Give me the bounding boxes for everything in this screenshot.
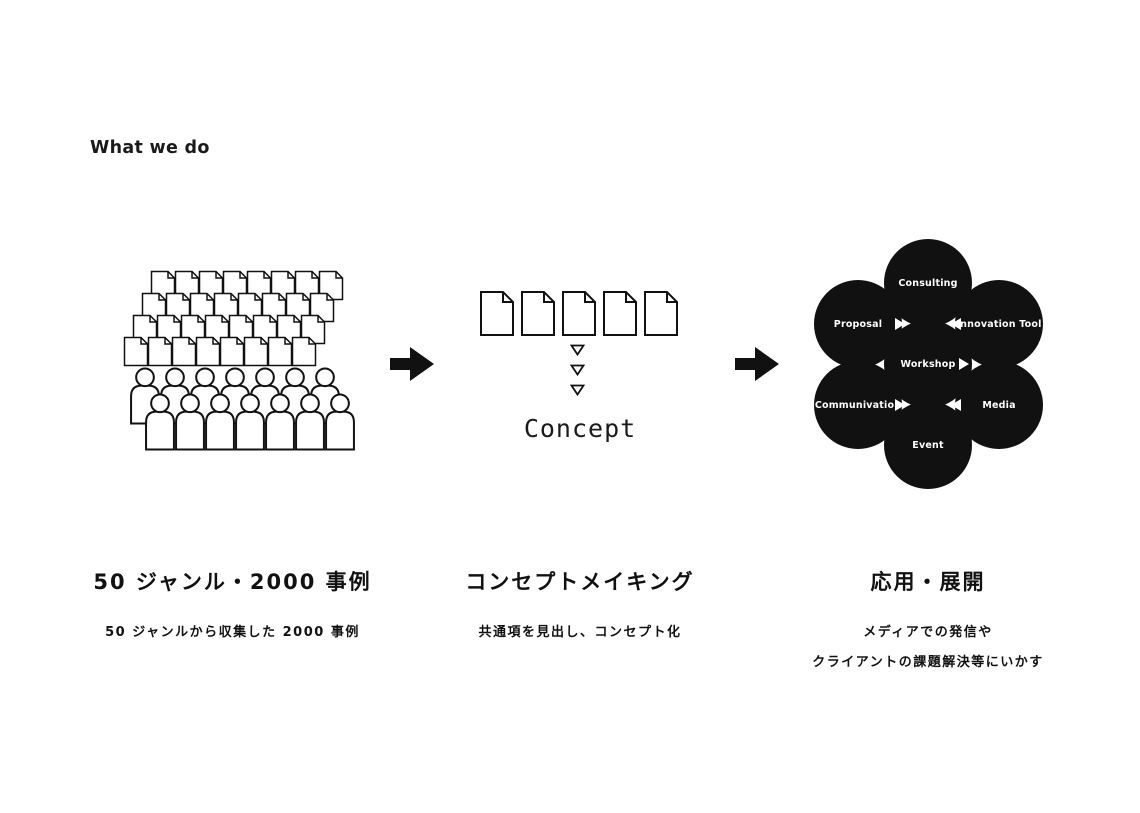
person-icon xyxy=(323,393,357,451)
person-icon xyxy=(173,393,207,451)
document-icon xyxy=(602,290,638,337)
documents-grid xyxy=(110,255,370,370)
stage3-subheading: メディアでの発信や クライアントの課題解決等にいかす xyxy=(778,618,1078,678)
person-icon xyxy=(293,393,327,451)
down-triangle-icon xyxy=(569,364,586,377)
person-icon xyxy=(203,393,237,451)
stage1-heading: 50 ジャンル・2000 事例 xyxy=(93,570,372,594)
document-icon xyxy=(123,336,149,367)
stage3-subheading-line1: メディアでの発信や xyxy=(863,625,993,640)
document-icon xyxy=(267,336,293,367)
stage3-subheading-line2: クライアントの課題解決等にいかす xyxy=(812,655,1044,670)
document-icon xyxy=(147,336,173,367)
down-triangle-icon xyxy=(569,344,586,357)
cluster-node-innovation-tool: Innovation Tool xyxy=(955,280,1043,368)
connector-arrow-icon xyxy=(959,358,969,370)
funnel-triangles xyxy=(569,344,586,400)
down-triangle-icon xyxy=(569,384,586,397)
document-icon xyxy=(243,336,269,367)
person-icon xyxy=(263,393,297,451)
concept-label: Concept xyxy=(523,414,637,443)
document-icon xyxy=(195,336,221,367)
connector-arrow-icon xyxy=(951,318,961,330)
document-icon xyxy=(246,270,272,301)
connector-arrow-icon xyxy=(895,318,905,330)
document-icon xyxy=(479,290,515,337)
document-icon xyxy=(520,290,556,337)
stage2-subheading: 共通項を見出し、コンセプト化 xyxy=(478,625,682,640)
document-icon xyxy=(141,292,167,323)
stage1-subheading: 50 ジャンルから収集した 2000 事例 xyxy=(105,625,360,640)
person-icon xyxy=(233,393,267,451)
document-icon xyxy=(270,270,296,301)
document-icon xyxy=(291,336,317,367)
connector-arrow-icon xyxy=(951,399,961,411)
document-icon xyxy=(561,290,597,337)
document-icon xyxy=(643,290,679,337)
connector-arrow-icon xyxy=(895,399,905,411)
flow-arrow-icon xyxy=(733,343,781,385)
page-title: What we do xyxy=(90,138,210,158)
people-grid xyxy=(110,367,370,457)
stage2-heading: コンセプトメイキング xyxy=(465,570,695,594)
stage3-heading: 応用・展開 xyxy=(870,570,986,594)
document-icon xyxy=(171,336,197,367)
cluster-node-event: Event xyxy=(884,401,972,489)
person-icon xyxy=(143,393,177,451)
flow-arrow-icon xyxy=(388,343,436,385)
document-icon xyxy=(219,336,245,367)
concept-documents-row xyxy=(479,290,689,340)
